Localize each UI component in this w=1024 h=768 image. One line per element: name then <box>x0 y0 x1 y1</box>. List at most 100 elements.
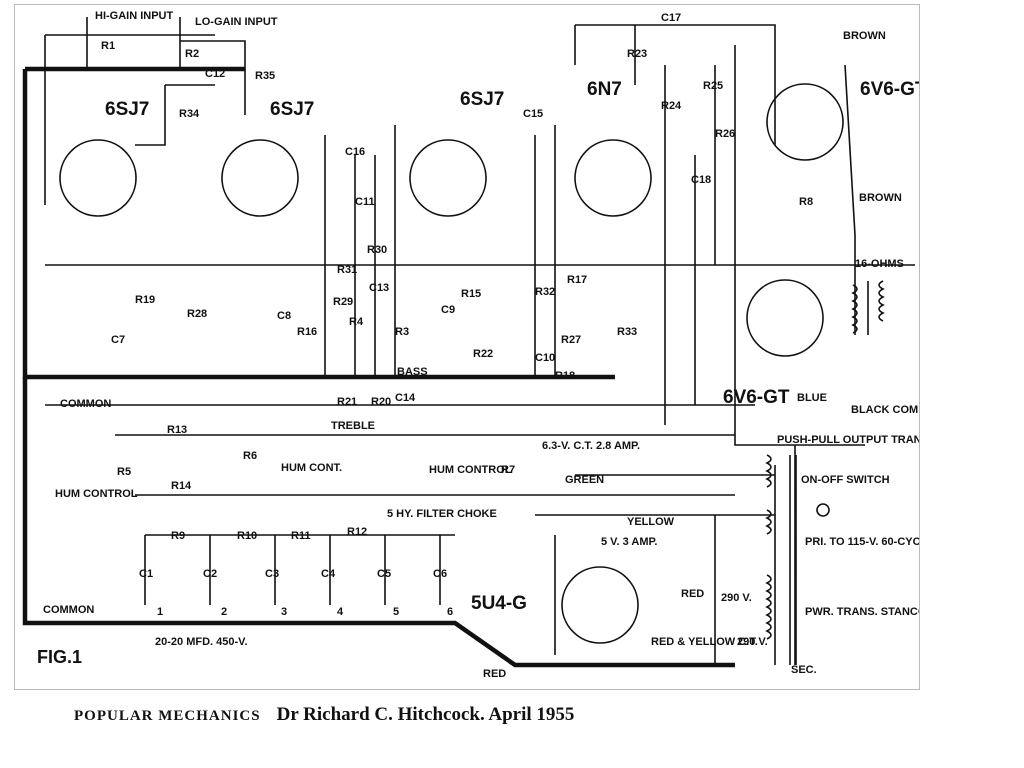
component-label-r8: R8 <box>799 196 813 208</box>
component-label-r19: R19 <box>135 294 155 306</box>
sec-label: SEC. <box>791 664 817 676</box>
tube-6-label: 6V6-GT <box>723 387 790 408</box>
power-trans-label: PWR. TRANS. STANCOR P-6312 580-V. CENTER… <box>805 606 919 618</box>
component-label-r14: R14 <box>171 480 192 492</box>
component-label-r15: R15 <box>461 288 481 300</box>
figure-label: FIG.1 <box>37 647 82 667</box>
tube-5: 6V6-GT <box>766 79 919 161</box>
pri-line-label: PRI. TO 115-V. 60-CYCLE A.C. LINE <box>805 536 919 548</box>
component-label-r16: R16 <box>297 326 317 338</box>
filter-choke-label: 5 HY. FILTER CHOKE <box>387 508 497 520</box>
on-off-switch-symbol <box>816 503 830 517</box>
component-label-c12: C12 <box>205 68 225 80</box>
red-yellow-ct-label: RED & YELLOW C.T. <box>651 636 758 648</box>
component-label-c10: C10 <box>535 352 555 364</box>
tube-1-label: 6SJ7 <box>105 99 149 120</box>
component-label-r28: R28 <box>187 308 207 320</box>
component-label-r30: R30 <box>367 244 387 256</box>
wiring <box>44 17 915 665</box>
tube-2-label: 6SJ7 <box>270 99 314 120</box>
component-label-r13: R13 <box>167 424 187 436</box>
ohms-label: 16-OHMS <box>855 258 904 270</box>
component-label-c5: C5 <box>377 568 391 580</box>
component-label-c11: C11 <box>355 196 375 208</box>
component-label-r26: R26 <box>715 128 735 140</box>
component-label-c8: C8 <box>277 310 291 322</box>
component-label-r34: R34 <box>179 108 200 120</box>
lo-gain-input-label: LO-GAIN INPUT <box>195 16 278 28</box>
red-label-2: RED <box>483 668 506 680</box>
figure-caption: POPULAR MECHANICS Dr Richard C. Hitchcock… <box>74 704 574 726</box>
component-label-c13: C13 <box>369 282 389 294</box>
component-label-r20: R20 <box>371 396 391 408</box>
component-label-r24: R24 <box>661 100 682 112</box>
component-label-r27: R27 <box>561 334 581 346</box>
power-transformer <box>765 454 797 665</box>
heater-label: 6.3-V. C.T. 2.8 AMP. <box>542 440 640 452</box>
component-label-c14: C14 <box>395 392 416 404</box>
component-label-r29: R29 <box>333 296 353 308</box>
v290-a-label: 290 V. <box>721 592 752 604</box>
tube-3-label: 6SJ7 <box>460 89 504 110</box>
component-label-c15: C15 <box>523 108 543 120</box>
hum-cont-label: HUM CONT. <box>281 462 342 474</box>
component-label-c18: C18 <box>691 174 711 186</box>
component-label-r32: R32 <box>535 286 555 298</box>
blue-label: BLUE <box>797 392 827 404</box>
switch-label: ON-OFF SWITCH <box>801 474 890 486</box>
tube-1: 6SJ7 <box>59 99 149 217</box>
component-label-c9: C9 <box>441 304 455 316</box>
yellow-label: YELLOW <box>627 516 675 528</box>
mfd-label: 20-20 MFD. 450-V. <box>155 636 248 648</box>
component-label-c1: C1 <box>139 568 153 580</box>
bass-label: BASS <box>397 366 428 378</box>
cap-number-4: 4 <box>337 606 344 618</box>
component-label-r6: R6 <box>243 450 257 462</box>
common-label-bottom: COMMON <box>43 604 94 616</box>
component-label-r11: R11 <box>291 530 311 542</box>
tube-2: 6SJ7 <box>221 99 314 217</box>
red-label-1: RED <box>681 588 704 600</box>
treble-label: TREBLE <box>331 420 375 432</box>
schematic-frame: 6SJ7 6SJ7 6SJ7 6N7 6V6-GT 6V6-GT 5U4-G F… <box>14 4 920 690</box>
hum-control-left-label: HUM CONTROL <box>55 488 138 500</box>
amplifier-schematic: 6SJ7 6SJ7 6SJ7 6N7 6V6-GT 6V6-GT 5U4-G F… <box>22 10 919 680</box>
common-label-top: COMMON <box>60 398 111 410</box>
credit-line: Dr Richard C. Hitchcock. April 1955 <box>276 704 575 725</box>
component-label-r9: R9 <box>171 530 185 542</box>
output-transformer <box>851 280 885 335</box>
component-label-r23: R23 <box>627 48 647 60</box>
component-label-c17: C17 <box>661 12 681 24</box>
component-label-r12: R12 <box>347 526 367 538</box>
output-trans-label: PUSH-PULL OUTPUT TRANS. FOR 6V6's <box>777 434 919 446</box>
cap-number-5: 5 <box>393 606 399 618</box>
component-label-r1: R1 <box>101 40 115 52</box>
component-label-r3: R3 <box>395 326 409 338</box>
tube-7-label: 5U4-G <box>471 593 527 614</box>
tube-4: 6N7 <box>574 79 652 217</box>
hi-gain-input-label: HI-GAIN INPUT <box>95 10 174 22</box>
component-label-c2: C2 <box>203 568 217 580</box>
black-common-label: BLACK COMMON <box>851 404 919 416</box>
publication-name: POPULAR MECHANICS <box>74 708 261 724</box>
component-label-r17: R17 <box>567 274 587 286</box>
green-label: GREEN <box>565 474 604 486</box>
component-label-r21: R21 <box>337 396 357 408</box>
component-label-c6: C6 <box>433 568 447 580</box>
component-label-r10: R10 <box>237 530 257 542</box>
hum-control-mid-label: HUM CONTROL <box>429 464 512 476</box>
tube-6: 6V6-GT <box>723 279 824 408</box>
cap-number-1: 1 <box>157 606 163 618</box>
tube-3: 6SJ7 <box>409 89 504 217</box>
component-label-c7: C7 <box>111 334 125 346</box>
common-bus-bottom <box>22 377 735 668</box>
brown-label-2: BROWN <box>859 192 902 204</box>
component-label-r18: R18 <box>555 370 575 382</box>
component-label-r7: R7 <box>501 464 515 476</box>
tube-5-label: 6V6-GT <box>860 79 919 100</box>
v290-b-label: 290 V. <box>737 636 768 648</box>
component-label-r22: R22 <box>473 348 493 360</box>
cap-number-6: 6 <box>447 606 453 618</box>
component-label-r31: R31 <box>337 264 357 276</box>
